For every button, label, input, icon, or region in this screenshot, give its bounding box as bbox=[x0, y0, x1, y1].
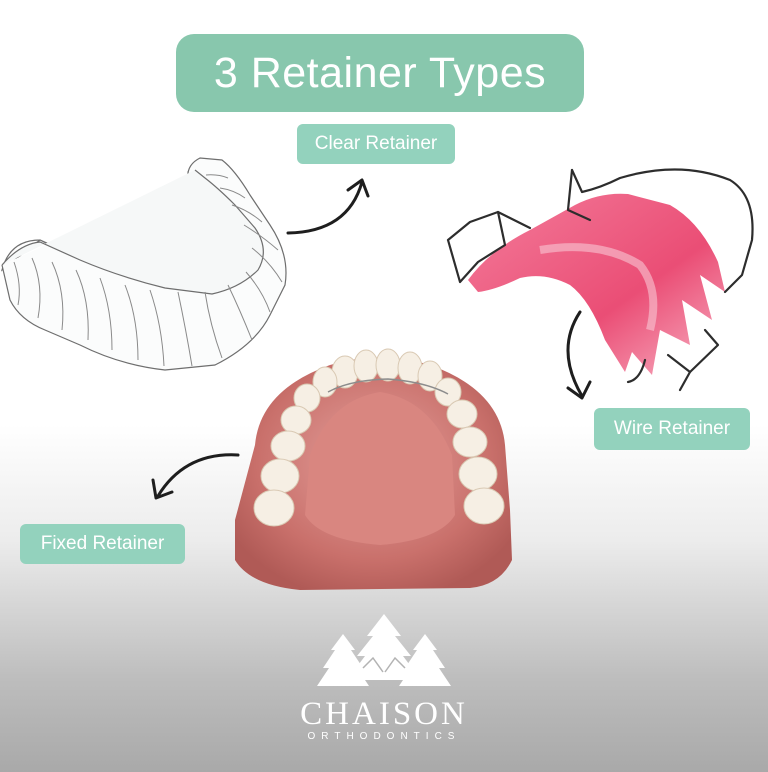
arrow-to-fixed-retainer bbox=[151, 453, 240, 500]
page-title: 3 Retainer Types bbox=[176, 34, 584, 112]
brand-logo: CHAISON ORTHODONTICS bbox=[284, 612, 484, 762]
fixed-retainer-image bbox=[235, 348, 512, 590]
arrow-to-clear-retainer bbox=[286, 178, 370, 235]
logo-subtitle: ORTHODONTICS bbox=[307, 731, 461, 742]
wire-retainer-image bbox=[446, 168, 754, 392]
clear-retainer-label: Clear Retainer bbox=[297, 124, 455, 164]
clear-retainer-image bbox=[0, 157, 287, 371]
logo-name: CHAISON bbox=[300, 696, 468, 732]
title-text: 3 Retainer Types bbox=[213, 48, 547, 97]
pine-trees-icon bbox=[317, 614, 451, 686]
wire-retainer-label: Wire Retainer bbox=[594, 408, 750, 450]
fixed-retainer-label: Fixed Retainer bbox=[20, 524, 185, 564]
arrow-to-wire-retainer bbox=[566, 310, 592, 400]
